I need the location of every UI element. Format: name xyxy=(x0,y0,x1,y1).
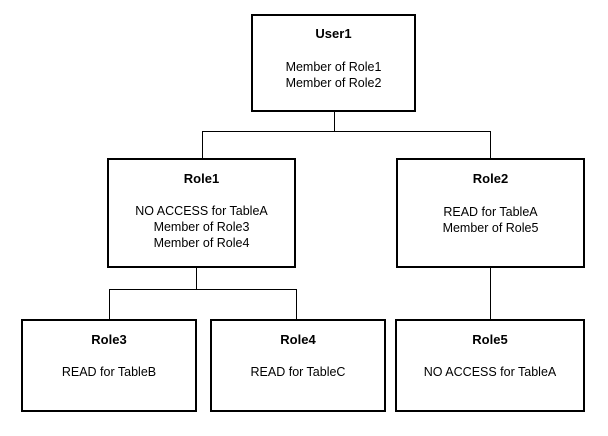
connector-drop-to-role1 xyxy=(202,131,203,159)
node-user1-title: User1 xyxy=(315,26,352,41)
node-user1-line-1: Member of Role1 xyxy=(285,60,382,74)
node-user1-line-2: Member of Role2 xyxy=(285,76,382,90)
node-role1-title: Role1 xyxy=(183,171,220,186)
node-role1-line-2: Member of Role3 xyxy=(153,220,250,234)
connector-drop-to-role2 xyxy=(490,131,491,159)
node-user1[interactable]: User1 Member of Role1 Member of Role2 xyxy=(251,14,416,112)
node-role4[interactable]: Role4 READ for TableC xyxy=(210,319,386,412)
node-role5-line-1: NO ACCESS for TableA xyxy=(423,365,557,379)
node-role1-body: NO ACCESS for TableA Member of Role3 Mem… xyxy=(109,203,294,251)
node-role4-title: Role4 xyxy=(280,332,316,347)
connector-user1-stub xyxy=(334,112,335,132)
node-role2-line-1: READ for TableA xyxy=(443,205,538,219)
node-role1-line-3: Member of Role4 xyxy=(153,236,250,250)
connector-role1-stub xyxy=(196,268,197,290)
node-role4-line-1: READ for TableC xyxy=(250,365,346,379)
connector-drop-to-role3 xyxy=(109,289,110,320)
node-role3-title: Role3 xyxy=(91,332,127,347)
node-role3[interactable]: Role3 READ for TableB xyxy=(21,319,197,412)
node-role1[interactable]: Role1 NO ACCESS for TableA Member of Rol… xyxy=(107,158,296,268)
node-role4-body: READ for TableC xyxy=(212,364,384,380)
node-role1-line-1: NO ACCESS for TableA xyxy=(135,204,268,218)
node-role5-body: NO ACCESS for TableA xyxy=(397,364,583,380)
node-role5[interactable]: Role5 NO ACCESS for TableA xyxy=(395,319,585,412)
node-role3-body: READ for TableB xyxy=(23,364,195,380)
node-role2[interactable]: Role2 READ for TableA Member of Role5 xyxy=(396,158,585,268)
connector-drop-to-role4 xyxy=(296,289,297,320)
node-role2-body: READ for TableA Member of Role5 xyxy=(398,204,583,236)
node-user1-body: Member of Role1 Member of Role2 xyxy=(253,59,414,91)
node-role3-line-1: READ for TableB xyxy=(61,365,157,379)
connector-role1-horizontal-bus xyxy=(109,289,297,290)
node-role5-title: Role5 xyxy=(472,332,508,347)
connector-user1-horizontal-bus xyxy=(202,131,491,132)
connector-role2-to-role5 xyxy=(490,268,491,320)
node-role2-line-2: Member of Role5 xyxy=(442,221,539,235)
node-role2-title: Role2 xyxy=(472,171,509,186)
